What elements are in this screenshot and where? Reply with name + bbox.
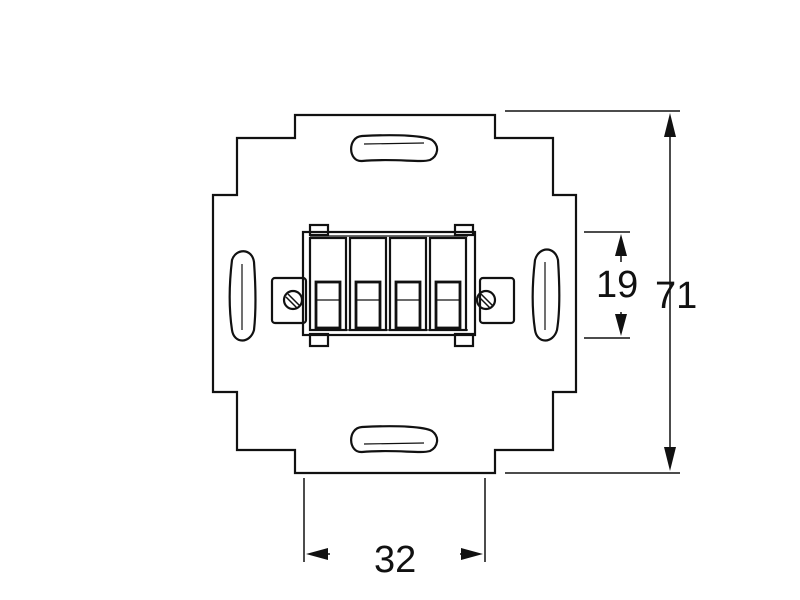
arrow-down-icon	[664, 447, 676, 471]
height-dimension-label: 71	[655, 275, 697, 317]
left-mounting-slot	[228, 250, 257, 342]
mounting-plate-outline	[211, 113, 578, 475]
right-screw-icon	[475, 289, 497, 311]
right-screw-tab	[478, 276, 516, 325]
height-dimension-lines	[505, 110, 680, 474]
bottom-mounting-slot	[350, 425, 439, 454]
arrow-up-icon	[664, 113, 676, 137]
right-mounting-slot	[531, 248, 561, 342]
arrow-down-icon	[615, 314, 627, 336]
left-screw-icon	[282, 289, 304, 311]
left-screw-tab	[270, 276, 308, 325]
terminal-slot	[348, 236, 388, 332]
arrow-right-icon	[461, 548, 483, 560]
top-mounting-slot	[350, 134, 439, 163]
terminal-slot	[428, 236, 468, 332]
arrow-left-icon	[306, 548, 328, 560]
terminal-slot	[308, 236, 348, 332]
width-dimension-label: 32	[374, 539, 416, 581]
terminal-height-dimension-label: 19	[596, 264, 638, 306]
terminal-slot	[388, 236, 428, 332]
arrow-up-icon	[615, 234, 627, 256]
